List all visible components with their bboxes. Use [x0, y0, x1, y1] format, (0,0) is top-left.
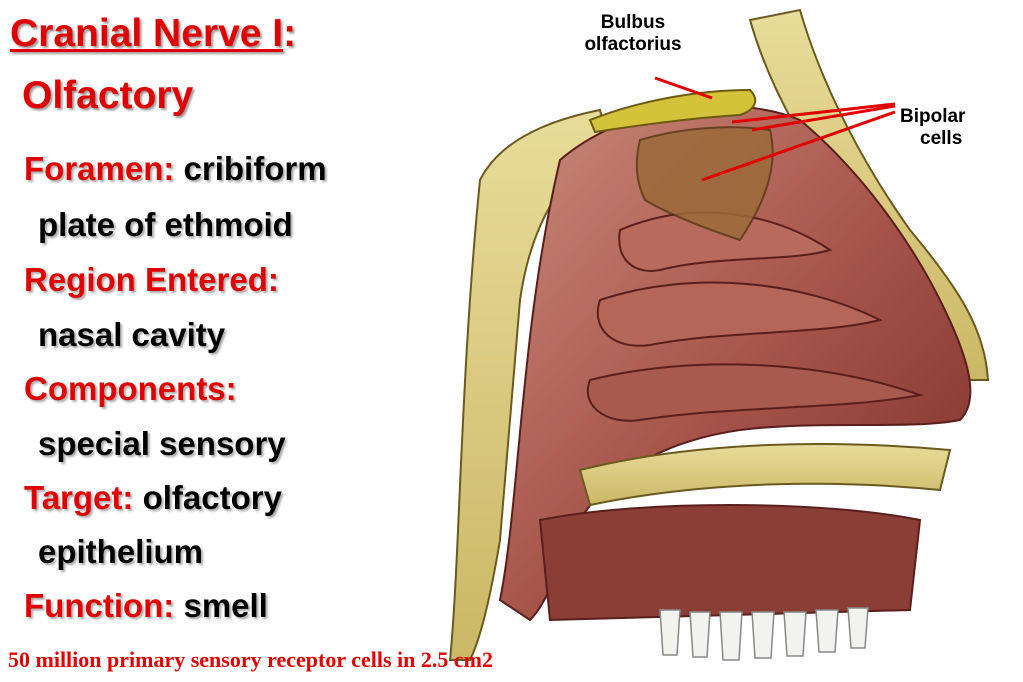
fact-foramen: Foramen: cribiform [24, 152, 327, 185]
footer-note: 50 million primary sensory receptor cell… [8, 647, 493, 672]
fact-label: Function: [24, 587, 175, 624]
turbinate-lower [587, 363, 924, 422]
slide-subtitle: Olfactory [22, 74, 194, 117]
slide-title: Cranial Nerve I: [10, 14, 296, 53]
title-main: Cranial Nerve I [10, 12, 284, 55]
fact-target: Target: olfactory [24, 481, 282, 514]
label-line: Bipolar [900, 106, 966, 127]
ethmoid-bone [448, 108, 612, 661]
olfactory-region [635, 126, 774, 242]
fact-region-label: Region Entered: [24, 261, 279, 298]
label-bipolar-cells: Bipolar cells [900, 106, 965, 150]
turbinate-middle [597, 281, 883, 347]
label-line: olfactorius [584, 33, 682, 55]
fact-label: Foramen: [24, 150, 175, 187]
oral-region [538, 504, 922, 622]
teeth [659, 607, 869, 661]
fact-label: Target: [24, 479, 134, 516]
nasal-cavity-illustration [448, 8, 990, 661]
label-bulbus-olfactorius: Bulbus olfactorius [558, 12, 708, 56]
hard-palate [578, 443, 952, 507]
label-line: Bulbus [600, 12, 666, 33]
fact-region-value: nasal cavity [38, 316, 226, 353]
olfactory-bulb [588, 88, 757, 134]
fact-value: olfactory [142, 479, 282, 516]
fact-value: cribiform [183, 150, 327, 187]
fact-foramen-cont: plate of ethmoid [38, 206, 293, 243]
pointer-lines [654, 76, 896, 182]
fact-value: smell [183, 587, 268, 624]
fact-components-value: special sensory [38, 425, 286, 462]
fact-components-label: Components: [24, 370, 237, 407]
label-line: cells [920, 127, 963, 149]
fact-target-cont: epithelium [38, 533, 204, 570]
fact-function: Function: smell [24, 589, 268, 622]
title-colon: : [283, 12, 297, 55]
nasal-mucosa [498, 104, 972, 622]
